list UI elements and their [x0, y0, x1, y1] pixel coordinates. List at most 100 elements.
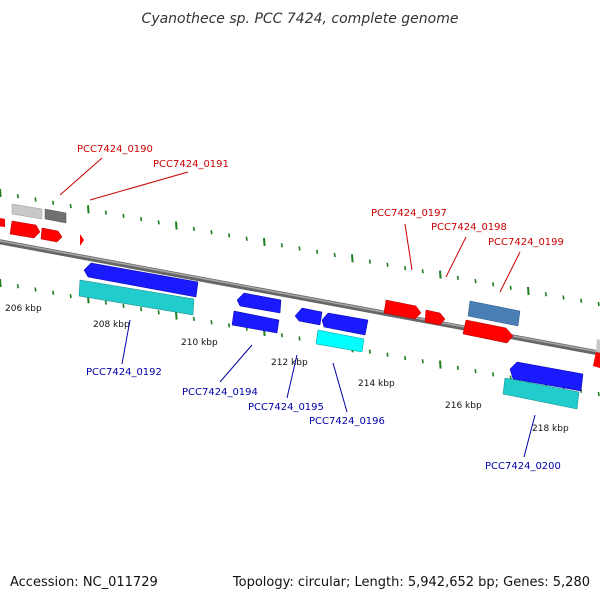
gene-arrow-0194[interactable]	[231, 310, 280, 334]
leader-line-0196	[332, 362, 348, 413]
gene-arrow-red-c[interactable]	[40, 227, 63, 243]
inner-track-tick	[104, 300, 107, 305]
outer-track-tick	[280, 243, 283, 248]
inner-track-tick	[492, 372, 495, 377]
gene-label-0200[interactable]: PCC7424_0200	[485, 461, 561, 472]
gene-arrow-red-b[interactable]	[9, 220, 41, 239]
inner-track-tick	[175, 311, 178, 320]
inner-track-tick	[34, 287, 37, 292]
kbp-label-212: 212 kbp	[271, 358, 308, 368]
forward-strand-genes	[0, 203, 600, 368]
inner-track-tick	[404, 355, 407, 361]
outer-track-tick	[157, 220, 160, 225]
outer-track-tick	[456, 275, 459, 281]
gene-arrow-0191[interactable]	[44, 208, 67, 224]
gene-label-0198[interactable]: PCC7424_0198	[431, 222, 507, 233]
gene-label-0195[interactable]: PCC7424_0195	[248, 402, 324, 413]
inner-track-tick	[421, 359, 424, 364]
inner-track-tick	[140, 306, 143, 312]
gene-label-0199[interactable]: PCC7424_0199	[488, 237, 564, 248]
tick-track-outer	[0, 188, 600, 307]
gene-arrow-0195[interactable]	[294, 307, 323, 326]
outer-track-tick	[52, 200, 55, 205]
outer-track-tick	[16, 194, 19, 199]
outer-track-tick	[386, 262, 389, 267]
outer-track-tick	[597, 301, 600, 307]
inner-track-tick	[122, 303, 125, 309]
gene-arrow-0192[interactable]	[83, 262, 199, 298]
gene-label-0194[interactable]: PCC7424_0194	[182, 387, 258, 398]
kbp-label-214: 214 kbp	[358, 379, 395, 389]
inner-track-tick	[474, 368, 477, 374]
gene-arrow-red-f[interactable]	[593, 352, 600, 368]
gene-arrow-cyan-b[interactable]	[502, 377, 580, 410]
genome-summary-text: Topology: circular; Length: 5,942,652 bp…	[232, 575, 590, 590]
gene-arrow-0194-a[interactable]	[236, 292, 282, 314]
gene-labels: PCC7424_0190 PCC7424_0191 PCC7424_0192 P…	[77, 144, 564, 472]
outer-track-tick	[87, 205, 90, 214]
inner-track-tick	[386, 352, 389, 357]
gene-arrow-0196[interactable]	[315, 329, 365, 353]
inner-track-tick	[280, 333, 283, 338]
outer-track-tick	[316, 249, 319, 254]
gene-arrow-0198[interactable]	[424, 309, 446, 326]
gene-leader-lines	[59, 157, 536, 458]
outer-track-tick	[421, 269, 424, 274]
kbp-label-206: 206 kbp	[5, 304, 42, 314]
gene-arrow-cyan-a[interactable]	[78, 279, 195, 316]
inner-track-tick	[69, 293, 72, 299]
outer-track-tick	[562, 295, 565, 300]
kbp-label-208: 208 kbp	[93, 320, 130, 330]
outer-track-tick	[333, 252, 336, 258]
leader-line-0200	[523, 414, 536, 458]
outer-track-tick	[404, 265, 407, 271]
gene-label-0197[interactable]: PCC7424_0197	[371, 208, 447, 219]
outer-track-tick	[492, 282, 495, 287]
outer-track-tick	[228, 233, 231, 238]
outer-track-tick	[474, 278, 477, 284]
outer-track-tick	[298, 246, 301, 251]
outer-track-tick	[210, 230, 213, 235]
inner-track-tick	[298, 336, 301, 341]
inner-track-tick	[368, 349, 371, 354]
inner-track-tick	[228, 323, 231, 328]
outer-track-tick	[140, 216, 143, 222]
gene-label-0192[interactable]: PCC7424_0192	[86, 367, 162, 378]
inner-track-tick	[0, 278, 2, 288]
gene-arrow-0199[interactable]	[467, 300, 521, 327]
leader-line-0199	[499, 251, 521, 293]
genome-title: Cyanothece sp. PCC 7424, complete genome	[142, 11, 459, 27]
leader-line-0190	[59, 157, 103, 196]
gene-arrow-red-e[interactable]	[462, 319, 514, 344]
outer-track-tick	[122, 213, 125, 219]
kbp-label-210: 210 kbp	[181, 338, 218, 348]
gene-arrow-blue-b[interactable]	[321, 312, 369, 336]
gene-arrow-red-d[interactable]	[80, 234, 84, 246]
inner-track-tick	[192, 316, 195, 322]
outer-track-tick	[439, 270, 442, 279]
outer-track-tick	[263, 237, 266, 247]
accession-text: Accession: NC_011729	[10, 575, 158, 590]
gene-arrow-0200[interactable]	[509, 361, 584, 392]
leader-line-0195	[286, 354, 298, 399]
outer-track-tick	[368, 259, 371, 264]
gene-label-0191[interactable]: PCC7424_0191	[153, 159, 229, 170]
gene-label-0190[interactable]: PCC7424_0190	[77, 144, 153, 155]
leader-line-0194	[219, 344, 253, 383]
outer-track-tick	[34, 197, 37, 202]
gene-arrow-0190[interactable]	[11, 203, 43, 220]
outer-track-tick	[580, 298, 583, 303]
outer-track-tick	[69, 203, 72, 209]
gene-label-0196[interactable]: PCC7424_0196	[309, 416, 385, 427]
gene-arrow-red-a[interactable]	[0, 217, 5, 227]
outer-track-tick	[527, 286, 530, 295]
leader-line-0198	[445, 236, 467, 278]
gene-arrow-0197[interactable]	[383, 299, 422, 320]
outer-track-tick	[509, 285, 512, 290]
leader-line-0192	[121, 319, 131, 365]
inner-track-tick	[52, 290, 55, 295]
gene-arrow-gray-edge[interactable]	[596, 339, 600, 352]
outer-track-tick	[192, 226, 195, 232]
kbp-labels: 206 kbp 208 kbp 210 kbp 212 kbp 214 kbp …	[5, 304, 569, 434]
outer-track-tick	[175, 221, 178, 230]
